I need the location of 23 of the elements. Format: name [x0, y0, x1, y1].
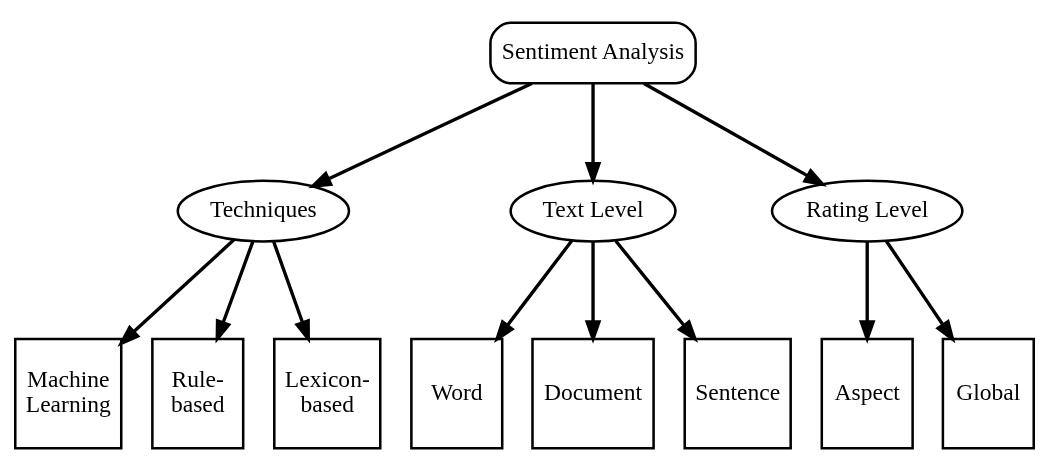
arrow	[272, 241, 310, 344]
node-box: Word	[410, 337, 504, 450]
arrow	[858, 241, 876, 344]
node-ellipse: Text Level	[509, 179, 677, 243]
arrow	[308, 81, 533, 189]
node-box: Lexicon-based	[273, 337, 382, 450]
arrow	[584, 83, 602, 186]
arrow	[117, 238, 236, 347]
node-box: Sentence	[683, 337, 792, 450]
node-box: Rule-based	[151, 337, 245, 450]
arrow	[884, 239, 956, 344]
node-box: Sentiment Analysis	[489, 21, 697, 85]
arrow	[584, 241, 602, 344]
node-ellipse: Rating Level	[770, 179, 964, 243]
node-box: Aspect	[820, 337, 914, 450]
arrow	[494, 239, 574, 343]
arrow	[643, 81, 827, 187]
arrow	[614, 239, 699, 343]
node-box: Document	[531, 337, 655, 450]
node-ellipse: Techniques	[176, 179, 351, 243]
arrow	[215, 241, 255, 344]
node-box: Global	[941, 337, 1035, 450]
node-box: Machine Learning	[14, 337, 123, 450]
